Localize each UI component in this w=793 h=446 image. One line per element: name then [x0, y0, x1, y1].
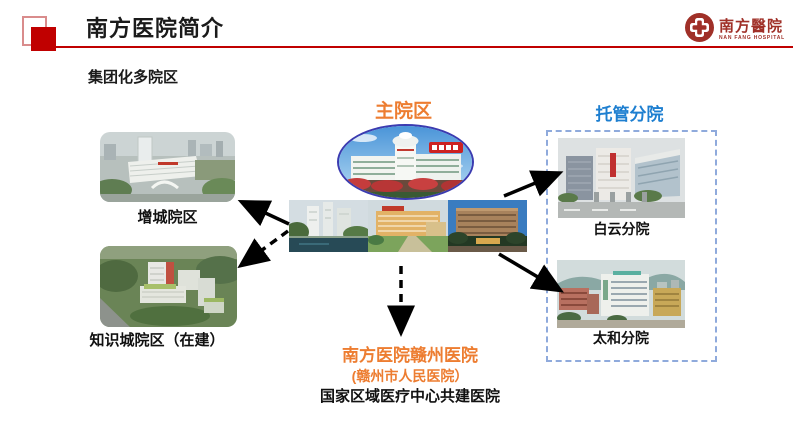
title-accent-solid-square [31, 27, 56, 51]
zengcheng-campus-label: 增城院区 [137, 209, 198, 226]
hospital-logo-icon [684, 12, 715, 48]
arrow-main-to-knowledge-city [237, 229, 290, 269]
montage-brown-building-photo [448, 200, 527, 252]
baiyun-branch-photo [558, 138, 685, 218]
ganzhou-hospital-note: 国家区域医疗中心共建医院 [319, 387, 500, 405]
taihe-branch-photo [557, 260, 685, 328]
knowledge-city-campus-photo [100, 246, 237, 327]
title-underline [56, 46, 793, 48]
taihe-branch-label: 太和分院 [593, 330, 649, 346]
hospital-logo-text: 南方醫院 NAN FANG HOSPITAL [719, 19, 785, 41]
montage-yellow-building-photo [368, 200, 448, 252]
montage-pond-photo [289, 200, 368, 252]
managed-branches-box [546, 130, 717, 362]
logo-name-en: NAN FANG HOSPITAL [719, 35, 786, 41]
main-campus-label: 主院区 [374, 101, 432, 122]
hospital-logo: 南方醫院 NAN FANG HOSPITAL [684, 12, 785, 48]
zengcheng-campus-photo [100, 132, 235, 202]
ganzhou-hospital-block: 南方医院赣州医院 (赣州市人民医院） 国家区域医疗中心共建医院 [290, 345, 530, 407]
section-label: 集团化多院区 [88, 69, 179, 86]
campus-montage-photo [289, 200, 527, 252]
ganzhou-hospital-alt-name: (赣州市人民医院） [351, 368, 469, 385]
ganzhou-hospital-name: 南方医院赣州医院 [342, 346, 478, 365]
logo-name-cn: 南方醫院 [719, 17, 784, 35]
knowledge-city-campus-label: 知识城院区（在建） [89, 332, 225, 349]
page-title: 南方医院简介 [86, 16, 225, 41]
managed-branches-title: 托管分院 [595, 105, 664, 124]
main-campus-photo [337, 124, 474, 200]
arrow-main-to-zengcheng [237, 200, 290, 227]
baiyun-branch-label: 白云分院 [593, 221, 650, 237]
